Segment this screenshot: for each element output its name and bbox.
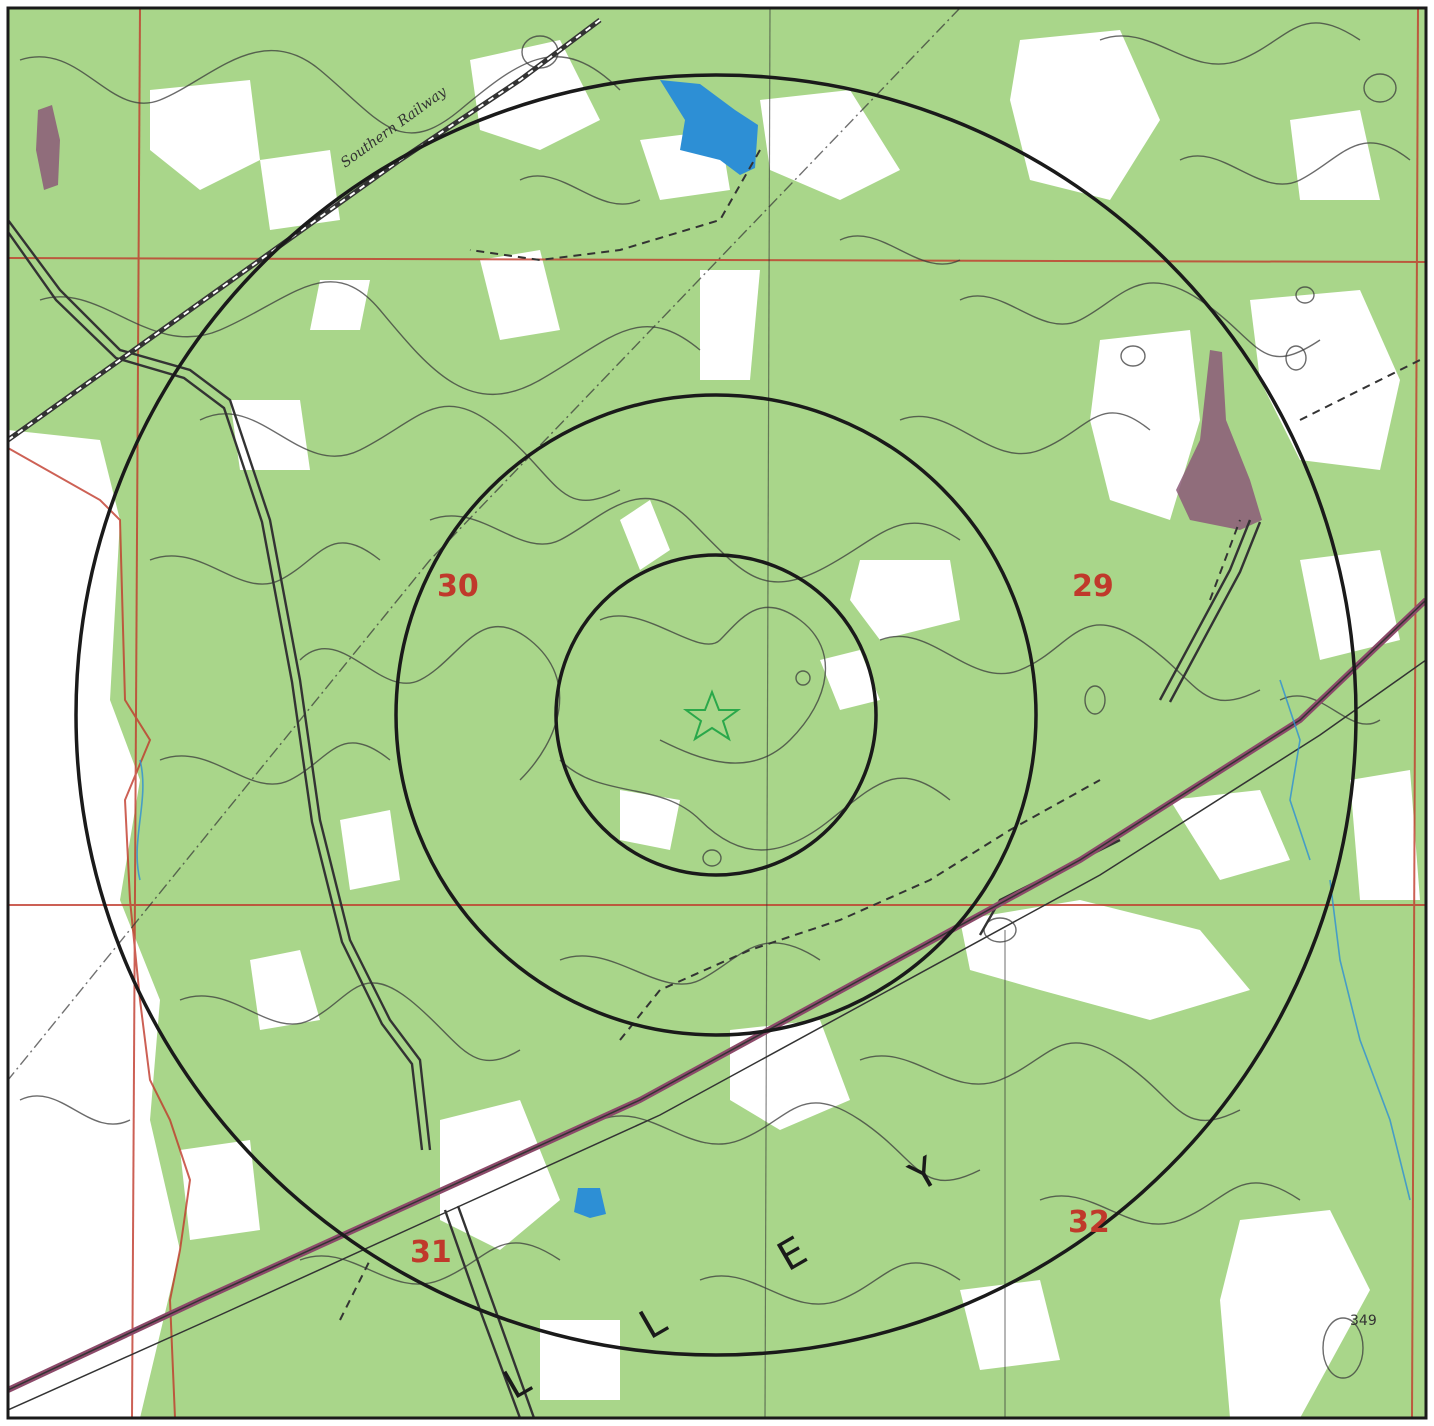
railroads [8, 18, 1426, 1411]
section-number: 30 [437, 569, 479, 604]
boundary-lines [8, 8, 961, 1081]
clearings [8, 30, 1420, 1418]
spot-elevation: 349 [1350, 1313, 1377, 1329]
section-number: 29 [1072, 569, 1114, 604]
star-icon [682, 689, 742, 742]
section-lines [8, 8, 1426, 1418]
marshes [36, 105, 1262, 530]
contour-lines [19, 22, 1411, 1305]
trails [339, 149, 1421, 1321]
map-border [6, 6, 1428, 1420]
streams [136, 679, 1411, 1201]
section-number: 31 [410, 1235, 452, 1270]
middle-buffer-ring [394, 393, 1038, 1037]
water-bodies [574, 80, 758, 1218]
outer-buffer-ring [74, 73, 1358, 1357]
section-number: 32 [1068, 1205, 1110, 1240]
inner-buffer-ring [554, 553, 878, 877]
grid-lines [764, 8, 1006, 1418]
buffer-rings [74, 73, 1358, 1357]
